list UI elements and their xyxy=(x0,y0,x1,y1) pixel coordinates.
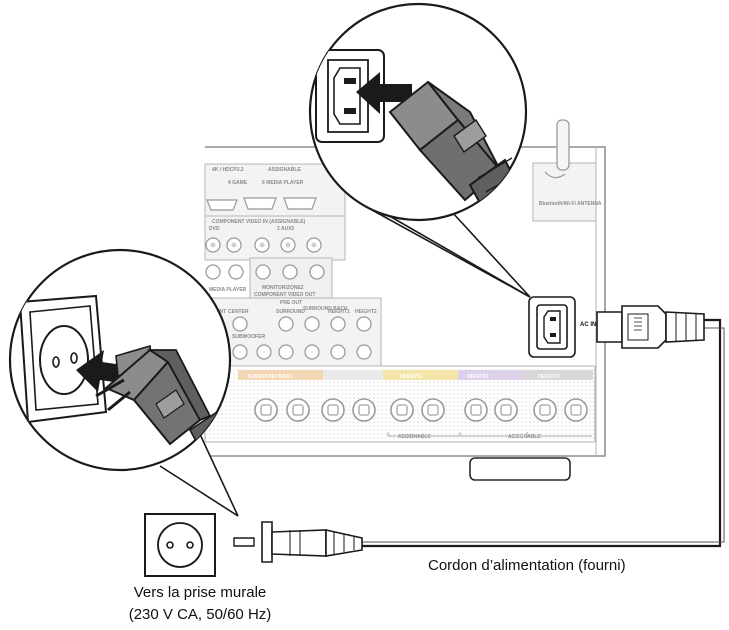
wall-outlet-caption-line2: (230 V CA, 50/60 Hz) xyxy=(128,606,272,623)
power-cord xyxy=(362,318,725,548)
speaker-surround-back-label: SURROUND BACK xyxy=(248,374,293,380)
wall-outlet-caption-line1: Vers la prise murale xyxy=(133,584,267,601)
pre-out-height2-label: HEIGHT2 xyxy=(355,309,377,315)
monitor-zone-label: MONITOR/ZONE2 xyxy=(262,285,304,291)
pre-out-surround-back-label: SURROUND BACK xyxy=(303,306,348,312)
arrow-icon xyxy=(356,72,412,114)
ac-in-label: AC IN xyxy=(580,322,596,328)
power-outlet-icon xyxy=(144,513,216,577)
subwoofer-label: SUBWOOFER xyxy=(232,334,265,340)
hdmi-input-label-game: 4 GAME xyxy=(228,180,248,186)
receiver-rear-panel: 4K / HDCP2.2 ASSIGNABLE 4 GAME 6 MEDIA P… xyxy=(204,119,606,481)
iec-plug-icon xyxy=(596,305,705,349)
surround-back-band xyxy=(238,370,323,380)
speaker-height1-label: HEIGHT1 xyxy=(400,374,422,380)
speaker-terminals-section: SURROUND BACK HEIGHT1 HEIGHT2 HEIGHT3 AS… xyxy=(204,365,596,443)
receiver-foot xyxy=(469,457,571,481)
hdmi-port xyxy=(283,197,317,210)
assignable-label-2: ASSIGNABLE xyxy=(508,434,541,440)
component-video-in-label: COMPONENT VIDEO IN (ASSIGNABLE) xyxy=(212,219,306,225)
speaker-height2-label: HEIGHT2 xyxy=(467,374,489,380)
hdmi-port xyxy=(206,199,238,211)
aux2-label: 2 AUX2 xyxy=(277,226,295,232)
hdmi-assignable-label: ASSIGNABLE xyxy=(268,167,301,173)
height1-band xyxy=(383,370,458,380)
ac-inlet-icon xyxy=(528,296,576,358)
hdmi-port xyxy=(243,197,277,210)
component-video-out-label: COMPONENT VIDEO OUT xyxy=(254,292,315,298)
pre-out-surround-label: SURROUND xyxy=(276,309,305,315)
hdmi-input-label-media: 6 MEDIA PLAYER xyxy=(262,180,304,186)
antenna-icon: Bluetooth/Wi-Fi ANTENNA xyxy=(532,119,602,222)
component-video-section: COMPONENT VIDEO IN (ASSIGNABLE) DVD 2 AU… xyxy=(204,215,346,261)
speaker-height3-label: HEIGHT3 xyxy=(538,374,560,380)
component-video-out-section: MONITOR/ZONE2 COMPONENT VIDEO OUT MEDIA … xyxy=(205,257,333,299)
height2-band xyxy=(458,370,523,380)
hdmi-row-label: 4K / HDCP2.2 xyxy=(212,167,244,173)
pre-out-height1-label: HEIGHT1 xyxy=(328,309,350,315)
power-cord-caption: Cordon d’alimentation (fourni) xyxy=(428,557,626,574)
euro-plug-icon xyxy=(233,521,363,563)
wall-outlet-caption: Vers la prise murale (230 V CA, 50/60 Hz… xyxy=(110,582,290,626)
wall-outlet-callout xyxy=(8,248,239,517)
pre-out-label: PRE OUT xyxy=(280,300,302,306)
media-player-label: MEDIA PLAYER xyxy=(209,287,247,293)
pre-out-section: PRE OUT FRONT CENTER SURROUND SURROUND B… xyxy=(204,297,382,367)
assignable-label-1: ASSIGNABLE xyxy=(398,434,431,440)
hdmi-section: 4K / HDCP2.2 ASSIGNABLE 4 GAME 6 MEDIA P… xyxy=(204,163,346,217)
ac-inlet-callout xyxy=(308,2,531,298)
pre-out-center-label: CENTER xyxy=(228,309,249,315)
dvd-label: DVD xyxy=(209,226,220,232)
height3-band xyxy=(523,370,593,380)
bluetooth-antenna-label: Bluetooth/Wi-Fi ANTENNA xyxy=(539,201,602,207)
